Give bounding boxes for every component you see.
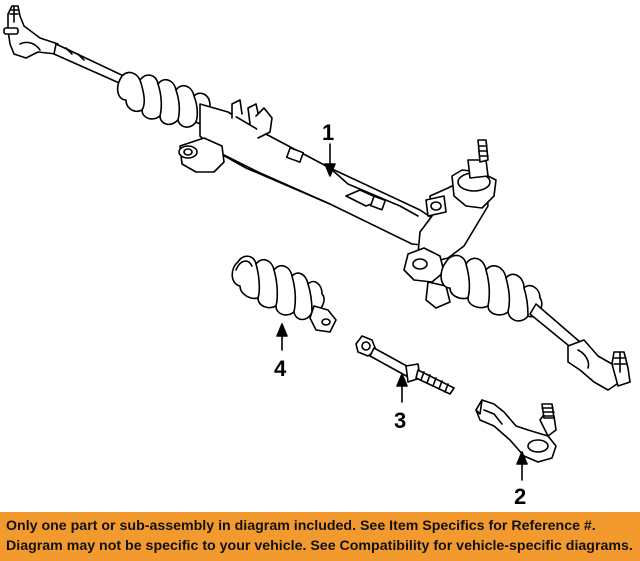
left-mount-bracket bbox=[178, 137, 225, 173]
disclaimer-line-1: Only one part or sub-assembly in diagram… bbox=[6, 518, 596, 534]
rack-housing bbox=[199, 99, 439, 247]
right-bellows-boot bbox=[440, 254, 543, 322]
right-tie-rod-end bbox=[567, 339, 631, 391]
left-bellows-boot bbox=[116, 71, 212, 128]
left-tie-rod-end bbox=[3, 5, 59, 59]
right-tie-rod bbox=[529, 303, 581, 351]
left-tie-rod bbox=[53, 43, 129, 87]
callout-1-arrowhead bbox=[324, 163, 336, 177]
bellows-boot-part bbox=[231, 255, 337, 333]
steering-rack-diagram: 1 2 3 4 bbox=[3, 5, 631, 509]
callout-4: 4 bbox=[274, 356, 287, 381]
inner-tie-rod-part bbox=[355, 335, 455, 395]
callout-3-arrowhead bbox=[396, 373, 408, 387]
disclaimer-banner: Only one part or sub-assembly in diagram… bbox=[0, 512, 640, 561]
callout-4-arrowhead bbox=[276, 323, 288, 337]
callout-2: 2 bbox=[514, 484, 526, 509]
disclaimer-line-2: Diagram may not be specific to your vehi… bbox=[6, 538, 633, 554]
callout-2-arrowhead bbox=[516, 451, 528, 465]
callout-3: 3 bbox=[394, 408, 406, 433]
pinion-valve-housing bbox=[403, 139, 497, 309]
callout-1: 1 bbox=[322, 120, 334, 145]
outer-tie-rod-end-part bbox=[475, 399, 557, 463]
steering-rack-assembly bbox=[3, 5, 631, 391]
